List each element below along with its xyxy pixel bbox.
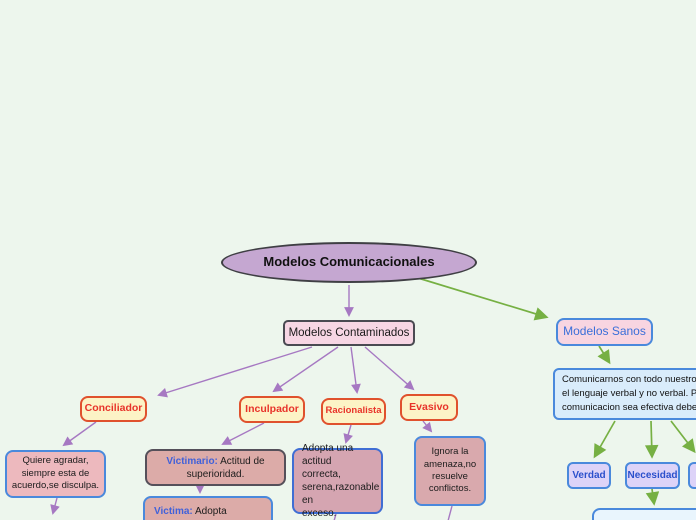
connector-infobox-verdad <box>593 420 616 459</box>
conciliador-desc-node[interactable]: Quiere agradar, siempre esta de acuerdo,… <box>5 450 106 498</box>
racionalista-node[interactable]: Racionalista <box>321 398 386 425</box>
connector-infobox-necesidad <box>644 420 659 459</box>
connector-inculpador-victimario <box>221 422 265 445</box>
contaminados-node[interactable]: Modelos Contaminados <box>283 320 415 346</box>
victima-desc-node[interactable]: Victima: Adopta <box>143 496 273 520</box>
victimario-body: Actitud de superioridad. <box>186 455 265 480</box>
connector-root-sanos <box>417 277 549 321</box>
contaminados-node-label: Modelos Contaminados <box>288 326 410 339</box>
verdad-node-label: Verdad <box>572 470 606 481</box>
evasivo-desc-node[interactable]: Ignora la amenaza,no resuelve conflictos… <box>414 436 486 506</box>
inculpador-node[interactable]: Inculpador <box>239 396 305 423</box>
conciliador-node[interactable]: Conciliador <box>80 396 147 422</box>
connector-infobox-clipped-node <box>670 420 696 454</box>
victimario-label: Victimario: <box>166 455 218 467</box>
victima-body: Adopta <box>192 506 227 517</box>
conciliador-desc-text: Quiere agradar, siempre esta de acuerdo,… <box>11 455 100 492</box>
necesidad-node[interactable]: Necesidad <box>625 462 680 489</box>
sanos-desc-node[interactable]: Comunicarnos con todo nuestro se el leng… <box>553 368 696 420</box>
connector-conciliador-desc <box>62 421 97 447</box>
connector-racionalista-desc <box>343 424 353 444</box>
connector-sanos-infobox <box>597 345 611 365</box>
connector-contaminados-racionalista <box>350 346 361 394</box>
inculpador-node-label: Inculpador <box>245 402 299 415</box>
sanos-node[interactable]: Modelos Sanos <box>556 318 653 346</box>
victimario-desc-text: Victimario: Actitud de superioridad. <box>166 455 264 481</box>
connector-contaminados-conciliador <box>157 346 313 398</box>
racionalista-desc-text: Adopta una actitud correcta, serena,razo… <box>302 443 380 519</box>
connector-necesidad-bottombox <box>645 488 660 506</box>
racionalista-node-label: Racionalista <box>325 405 382 417</box>
victima-desc-text: Victima: Adopta <box>154 505 227 518</box>
bottom-right-node[interactable] <box>592 508 696 520</box>
connector-evasivo-desc-down <box>447 505 453 520</box>
necesidad-node-label: Necesidad <box>627 470 678 481</box>
sanos-node-label: Modelos Sanos <box>563 324 646 339</box>
evasivo-node-label: Evasivo <box>409 400 449 413</box>
root-node[interactable]: Modelos Comunicacionales <box>221 242 477 283</box>
connector-contaminados-inculpador <box>272 346 339 393</box>
evasivo-node[interactable]: Evasivo <box>400 394 458 421</box>
verdad-node[interactable]: Verdad <box>567 462 611 489</box>
root-node-label: Modelos Comunicacionales <box>263 254 435 270</box>
victima-label: Victima: <box>154 506 193 517</box>
connector-contaminados-evasivo <box>364 346 415 391</box>
clipped-right-node[interactable] <box>688 462 696 489</box>
victimario-desc-node[interactable]: Victimario: Actitud de superioridad. <box>145 449 286 486</box>
sanos-desc-text: Comunicarnos con todo nuestro se el leng… <box>562 374 696 413</box>
connector-evasivo-desc <box>422 420 433 433</box>
conciliador-node-label: Conciliador <box>84 402 143 415</box>
racionalista-desc-node[interactable]: Adopta una actitud correcta, serena,razo… <box>292 443 383 519</box>
evasivo-desc-text: Ignora la amenaza,no resuelve conflictos… <box>423 446 477 495</box>
connector-conciliador-desc-down <box>50 497 60 515</box>
